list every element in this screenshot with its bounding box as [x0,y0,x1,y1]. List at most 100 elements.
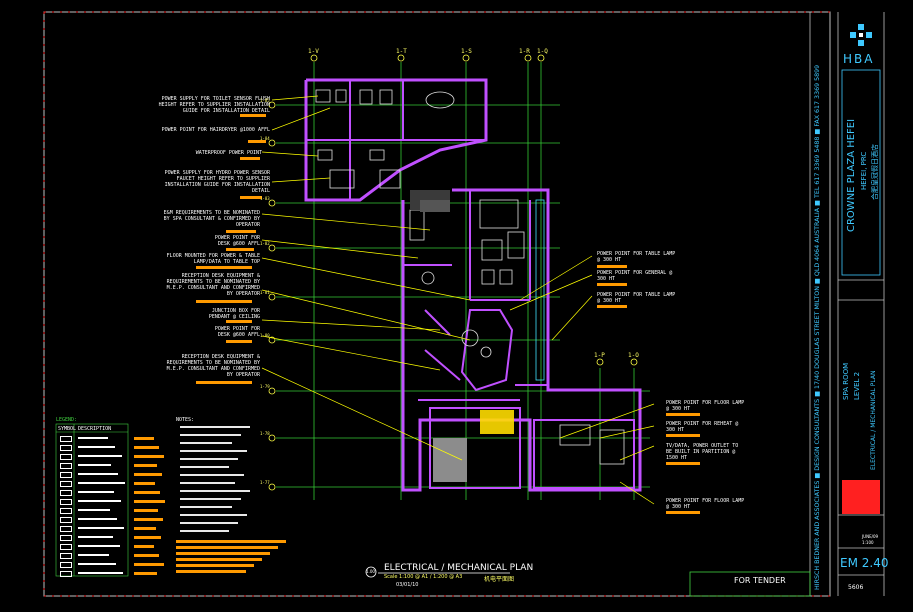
red-stamp [842,480,880,514]
general-note-line [180,474,244,476]
legend-symbol-icon [60,454,72,460]
general-note-bar [176,570,246,573]
legend-symbol-icon [60,445,72,451]
legend-bar [134,554,159,557]
for-tender-box [689,571,811,597]
general-note-line [180,434,241,436]
grid-label-top-1: 1-V [308,48,319,55]
legend-description-line [78,509,110,511]
grid-label-top-2: 1-T [396,48,407,55]
legend-bar [134,572,157,575]
grid-label-top-4: 1-R [519,48,530,55]
note-bar-11 [196,381,252,384]
general-note-line [180,458,238,460]
legend-description-line [78,563,116,565]
note-left-6: POWER POINT FOR DESK @600 AFFL [214,235,260,247]
legend-description-line [78,446,115,448]
general-note-line [180,498,241,500]
note-left-4: POWER SUPPLY FOR HYDRO POWER SENSOR FAUC… [164,170,270,194]
note-right-5: POWER POINT FOR REHEAT @ 300 HT [666,421,739,433]
legend-bar [134,455,164,458]
legend-col-symbol: SYMBOL [58,426,77,432]
note-bar-8 [196,300,252,303]
legend-symbol-icon [60,490,72,496]
tb-date: JUNE/09 [862,534,879,539]
legend-description-line [78,572,123,574]
grid-label-left: 1-82 [260,241,270,246]
legend-description-line [78,464,111,466]
note-right-6: TV/DATA, POWER OUTLET TO BE BUILT IN PAR… [666,443,739,461]
note-left-7: FLOOR MOUNTED FOR POWER & TABLE LAMP/DAT… [166,253,260,265]
plan-caption: ELECTRICAL / MECHANICAL PLAN [384,563,534,573]
note-bar-2 [248,140,266,143]
plan-caption-cn: 机电平面图 [484,576,515,583]
project-location: HEFEI, PRC [860,151,868,190]
legend-bar [134,527,156,530]
note-right-bar-1 [597,265,627,268]
legend-symbol-icon [60,544,72,550]
legend-symbol-icon [60,499,72,505]
general-note-line [180,450,247,452]
level-name: LEVEL 2 [853,371,861,400]
legend-symbol-icon [60,436,72,442]
grid-label-mid-1: 1-P [594,352,605,359]
legend-symbol-icon [60,508,72,514]
general-note-bar [176,564,254,567]
legend-symbol-icon [60,472,72,478]
legend-symbol-icon [60,535,72,541]
legend-description-line [78,518,117,520]
legend-title: LEGEND: [56,417,78,423]
note-left-1: POWER SUPPLY FOR TOILET SENSOR FLUSH HEI… [158,96,270,114]
walls [304,78,642,492]
note-left-10: POWER POINT FOR DESK @600 AFFL [214,326,260,338]
note-right-4: POWER POINT FOR FLOOR LAMP @ 300 HT [666,400,745,412]
project-name: CROWNE PLAZA HEFEI [846,118,857,232]
note-right-7: POWER POINT FOR FLOOR LAMP @ 300 HT [666,498,745,510]
legend-bar [134,563,164,566]
room-name: SPA ROOM [842,362,850,400]
note-right-bar-5 [666,434,700,437]
pale-room [420,200,450,212]
grid-label-left: 1-84 [260,136,270,141]
legend-symbol-icon [60,463,72,469]
legend-description-line [78,536,113,538]
general-note-line [180,514,247,516]
legend-bar [134,509,158,512]
legend-symbol-icon [60,571,72,577]
for-tender-label: FOR TENDER [734,576,786,585]
grid-label-left: 1-80 [260,333,270,338]
legend-bar [134,482,155,485]
hba-logo-icon [850,24,872,46]
legend-symbol-icon [60,562,72,568]
general-note-line [180,482,235,484]
general-note-line [180,530,229,532]
legend-description-line [78,554,109,556]
project-name-cn: 合肥皇冠假日酒店 [871,144,879,200]
legend-description-line [78,437,108,439]
grid-label-left: 1-83 [260,196,270,201]
grid-label-top-3: 1-S [461,48,472,55]
general-note-line [180,426,250,428]
legend-bar [134,518,163,521]
note-bar-7 [196,266,252,269]
legend-description-line [78,473,118,475]
legend-bar [134,437,154,440]
note-left-11: RECEPTION DESK EQUIPMENT & REQUIREMENTS … [166,354,260,378]
firm-address-strip: HIRSCH BEDNER AND ASSOCIATES ■ DESIGN CO… [814,64,821,590]
note-right-bar-2 [597,283,627,286]
legend-bar [134,446,159,449]
legend-description-line [78,491,114,493]
legend-bar [134,500,165,503]
general-note-bar [176,558,262,561]
legend-bar [134,491,160,494]
note-right-3: POWER POINT FOR TABLE LAMP @ 300 HT [597,292,676,304]
grid-bubbles [268,54,638,491]
sheet-title: ELECTRICAL / MECHANICAL PLAN [870,370,877,470]
note-bar-10 [226,340,252,343]
hba-logo-text: HBA [843,52,875,66]
note-left-9: JUNCTION BOX FOR PENDANT @ CEILING [208,308,260,320]
note-right-2: POWER POINT FOR GENERAL @ 300 HT [597,270,673,282]
leader-lines [261,95,655,505]
legend-bar [134,464,157,467]
plan-number: 1.00 [366,569,375,574]
